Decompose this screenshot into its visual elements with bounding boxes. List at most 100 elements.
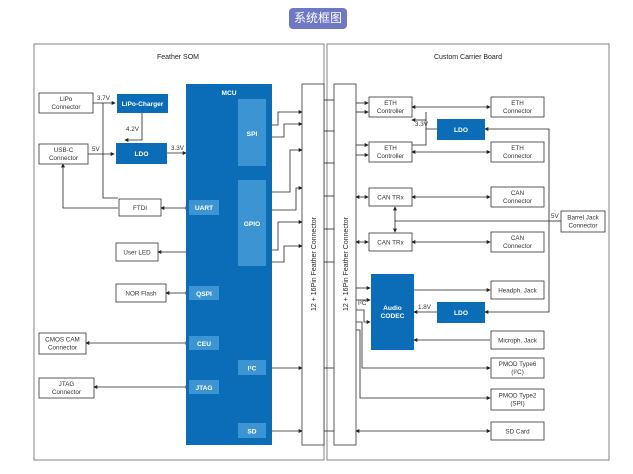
- svg-text:Connector: Connector: [503, 153, 532, 160]
- svg-text:ETH: ETH: [384, 100, 397, 107]
- audio-codec-block: Audio CODEC: [371, 274, 414, 350]
- svg-text:Connector: Connector: [503, 243, 532, 250]
- mcu-sd: [238, 423, 266, 438]
- mcu-i2c: [238, 360, 266, 375]
- carrier-wires: [355, 101, 561, 433]
- svg-text:CEU: CEU: [197, 341, 211, 348]
- svg-text:CAN TRx: CAN TRx: [377, 240, 404, 247]
- svg-text:Connector: Connector: [568, 223, 597, 230]
- lipo-connector: LiPo Connector: [38, 92, 94, 114]
- svg-text:Connector: Connector: [52, 389, 81, 396]
- som-wires: [61, 99, 334, 433]
- svg-text:Controller: Controller: [377, 153, 404, 160]
- voltage-4v2-label: 4.2V: [126, 126, 140, 133]
- svg-text:SD: SD: [247, 429, 256, 436]
- svg-text:CODEC: CODEC: [381, 313, 405, 320]
- eth-connector-2: ETH Connector: [490, 141, 545, 163]
- voltage-1v8-label: 1.8V: [418, 304, 432, 311]
- can-connector-2: CAN Connector: [490, 231, 545, 253]
- lipo-charger-block: LiPo-Charger: [117, 94, 168, 113]
- svg-text:LiPo: LiPo: [60, 96, 73, 103]
- svg-text:LiPo-Charger: LiPo-Charger: [122, 101, 164, 108]
- svg-text:ETH: ETH: [511, 100, 524, 107]
- svg-text:(I²C): (I²C): [511, 369, 524, 376]
- svg-text:CMOS CAM: CMOS CAM: [45, 337, 80, 344]
- mcu-gpio: [238, 180, 266, 266]
- svg-text:LDO: LDO: [135, 151, 149, 158]
- svg-text:CAN TRx: CAN TRx: [377, 195, 404, 202]
- ldo-carrier-audio-block: LDO: [437, 302, 485, 323]
- svg-text:QSPI: QSPI: [196, 291, 212, 298]
- mcu-qspi: [189, 286, 219, 300]
- svg-text:PMOD Type2: PMOD Type2: [499, 393, 537, 400]
- svg-text:NOR Flash: NOR Flash: [125, 291, 157, 298]
- mcu-jtag: [189, 380, 219, 394]
- pmod-type6: PMOD Type6 (I²C): [490, 357, 545, 379]
- svg-text:Connector: Connector: [503, 198, 532, 205]
- mcu-title: MCU: [221, 90, 236, 97]
- i2c-label: I²C: [358, 300, 367, 307]
- svg-text:12 + 16Pin Feather Connector: 12 + 16Pin Feather Connector: [343, 216, 350, 311]
- mcu-block: MCU SPI GPIO UART QSPI CEU JTAG I²C SD: [186, 84, 272, 445]
- svg-text:JTAG: JTAG: [195, 385, 212, 392]
- svg-text:Connector: Connector: [51, 104, 80, 111]
- svg-text:Audio: Audio: [383, 305, 402, 312]
- microphone-jack: Microph. Jack: [490, 330, 545, 350]
- svg-text:GPIO: GPIO: [244, 221, 261, 228]
- ftdi-block: FTDI: [118, 198, 162, 217]
- jtag-connector: JTAG Connector: [38, 377, 95, 399]
- svg-text:ETH: ETH: [384, 145, 397, 152]
- eth-controller-2: ETH Controller: [368, 141, 413, 163]
- svg-text:FTDI: FTDI: [133, 205, 147, 212]
- headphone-jack: Headph. Jack: [490, 280, 545, 300]
- voltage-5v-carrier-label: 5V: [551, 213, 560, 220]
- svg-text:Barrel Jack: Barrel Jack: [567, 215, 599, 222]
- diagram-title-tag: 系统框图: [289, 8, 347, 29]
- svg-text:I²C: I²C: [248, 366, 257, 373]
- svg-text:UART: UART: [195, 205, 213, 212]
- eth-controller-1: ETH Controller: [368, 96, 413, 118]
- voltage-3v7-label: 3.7V: [97, 95, 111, 102]
- feather-som-title: Feather SOM: [157, 54, 199, 61]
- svg-text:USB-C: USB-C: [54, 147, 74, 154]
- voltage-3v3-som-label: 3.3V: [171, 145, 185, 152]
- svg-text:Connector: Connector: [503, 108, 532, 115]
- user-led-block: User LED: [115, 242, 159, 262]
- can-trx-2: CAN TRx: [368, 232, 413, 252]
- pmod-type2: PMOD Type2 (SPI): [490, 388, 545, 411]
- svg-text:12 + 16Pin Feather Connector: 12 + 16Pin Feather Connector: [311, 216, 318, 311]
- svg-text:Headph. Jack: Headph. Jack: [498, 288, 537, 295]
- svg-text:(SPI): (SPI): [510, 401, 524, 408]
- feather-connector-left: 12 + 16Pin Feather Connector: [301, 83, 325, 446]
- can-connector-1: CAN Connector: [490, 186, 545, 208]
- voltage-3v3-carrier-label: 3.3V: [415, 121, 429, 128]
- barrel-jack-connector: Barrel Jack Connector: [560, 210, 606, 233]
- svg-text:Microph. Jack: Microph. Jack: [498, 338, 538, 345]
- svg-text:Connector: Connector: [48, 345, 77, 352]
- svg-text:CAN: CAN: [511, 235, 525, 242]
- svg-text:LDO: LDO: [454, 310, 468, 317]
- mcu-uart: [189, 200, 219, 215]
- cmos-cam-connector: CMOS CAM Connector: [38, 332, 87, 355]
- svg-text:User LED: User LED: [123, 250, 151, 257]
- voltage-5v-label: 5V: [92, 146, 101, 153]
- mcu-spi: [238, 99, 266, 166]
- usbc-connector: USB-C Connector: [38, 143, 89, 165]
- ldo-som-block: LDO: [116, 143, 167, 164]
- carrier-board-title: Custom Carrier Board: [434, 54, 502, 61]
- svg-text:PMOD Type6: PMOD Type6: [499, 361, 537, 368]
- svg-text:LDO: LDO: [454, 127, 468, 134]
- sd-card: SD Card: [490, 421, 545, 441]
- nor-flash-block: NOR Flash: [115, 283, 167, 303]
- svg-text:SD Card: SD Card: [505, 429, 530, 436]
- eth-connector-1: ETH Connector: [490, 96, 545, 118]
- svg-text:CAN: CAN: [511, 190, 525, 197]
- svg-text:ETH: ETH: [511, 145, 524, 152]
- svg-text:SPI: SPI: [247, 131, 258, 138]
- feather-connector-right: 12 + 16Pin Feather Connector: [333, 83, 357, 446]
- mcu-ceu: [189, 336, 219, 350]
- svg-text:JTAG: JTAG: [59, 381, 75, 388]
- svg-text:Controller: Controller: [377, 108, 404, 115]
- ldo-carrier-eth-block: LDO: [437, 119, 485, 140]
